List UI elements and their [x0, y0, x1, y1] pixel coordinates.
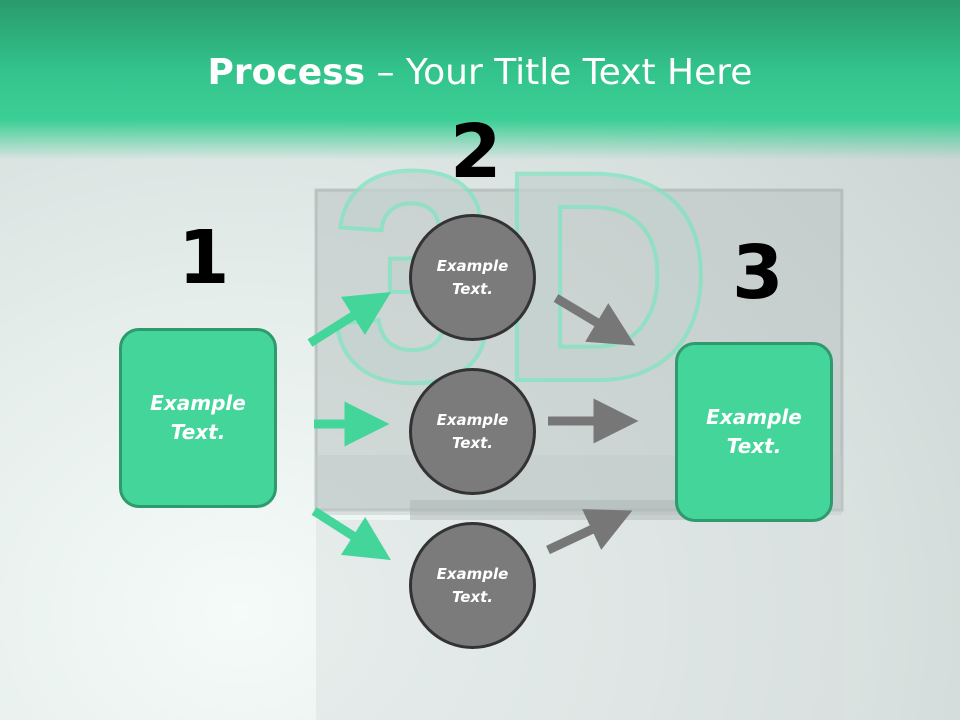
- step-3-text: Example Text.: [706, 405, 802, 458]
- arrow-gray-down: [553, 294, 636, 346]
- step-3-box: Example Text.: [675, 342, 833, 522]
- title-bold: Process: [207, 52, 366, 93]
- step-number-1: 1: [178, 215, 230, 301]
- circle-bottom-text: Example Text.: [436, 564, 509, 606]
- step-1-text: Example Text.: [150, 391, 246, 444]
- circle-top: Example Text.: [409, 214, 536, 341]
- circle-middle-text: Example Text.: [436, 410, 509, 452]
- circle-middle: Example Text.: [409, 368, 536, 495]
- arrow-gray-up: [546, 509, 633, 555]
- step-number-2: 2: [450, 109, 502, 195]
- step-number-3: 3: [732, 230, 784, 316]
- arrow-green-up: [307, 292, 392, 347]
- header-band: [0, 0, 960, 160]
- circle-top-text: Example Text.: [436, 256, 509, 298]
- step-1-box: Example Text.: [119, 328, 277, 508]
- arrow-green-down: [311, 507, 391, 561]
- slide-title: Process – Your Title Text Here: [0, 52, 960, 93]
- title-rest: – Your Title Text Here: [365, 52, 753, 93]
- circle-bottom: Example Text.: [409, 522, 536, 649]
